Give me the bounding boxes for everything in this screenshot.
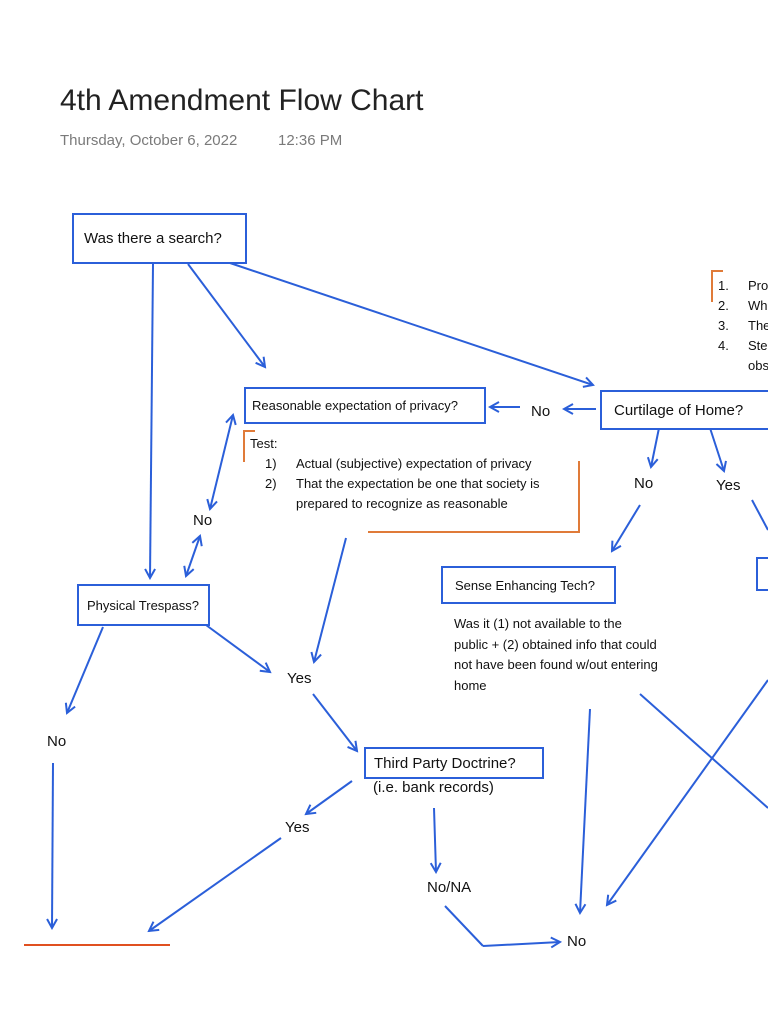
rep-test-note: Test: 1) Actual (subjective) expectation… <box>250 434 580 514</box>
node-label: Sense Enhancing Tech? <box>455 577 595 593</box>
curtilage-factor-item: 1. Pro <box>718 276 768 296</box>
arrow-no-to-trespass-double <box>186 536 200 576</box>
node-sense-enhancing-tech: Sense Enhancing Tech? <box>441 566 616 604</box>
arrow-third-party-to-yes <box>306 780 353 814</box>
rep-test-list: 1) Actual (subjective) expectation of pr… <box>250 454 580 514</box>
arrow-yes-to-third-party <box>312 693 357 751</box>
arrow-trespass-to-no <box>67 626 104 713</box>
curtilage-factors-note: 1. Pro 2. Wh 3. The 4. Ste obs <box>718 276 768 376</box>
rep-test-item: 2) That the expectation be one that soci… <box>250 474 580 514</box>
label-no: No <box>47 733 67 750</box>
page-date: Thursday, October 6, 2022 <box>60 132 238 149</box>
arrow-trespass-to-yes <box>205 624 270 672</box>
curtilage-factor-text: Ste obs <box>748 338 768 373</box>
arrow-third-party-to-no-na <box>434 807 436 872</box>
label-yes: Yes <box>285 819 310 836</box>
arrow-search-to-trespass <box>150 263 153 578</box>
curtilage-factor-number: 4. <box>718 338 729 353</box>
label-no: No <box>193 512 213 529</box>
node-physical-trespass: Physical Trespass? <box>77 584 210 626</box>
arrow-rep-to-no-double <box>210 415 233 509</box>
test-bracket <box>243 430 255 462</box>
rep-test-item-number: 1) <box>265 456 277 471</box>
curtilage-factor-item: 2. Wh <box>718 296 768 316</box>
node-curtilage: Curtilage of Home? <box>600 390 768 430</box>
node-label: Curtilage of Home? <box>614 401 744 419</box>
curtilage-factor-text: Wh <box>748 298 768 313</box>
node-label: Was there a search? <box>84 230 222 247</box>
curtilage-factor-item: 3. The <box>718 316 768 336</box>
label-yes: Yes <box>287 670 312 687</box>
line-sense-cross-right <box>639 693 768 809</box>
page-time: 12:36 PM <box>278 132 343 149</box>
node-label: Reasonable expectation of privacy? <box>252 398 458 413</box>
arrow-offscreen-to-no <box>607 679 768 905</box>
arrow-search-to-curtilage <box>229 262 593 385</box>
label-no: No <box>567 933 587 950</box>
arrow-search-to-rep <box>187 263 265 367</box>
arrow-line-to-no <box>482 942 560 946</box>
label-no-na: No/NA <box>427 879 472 896</box>
node-third-party-doctrine: Third Party Doctrine? <box>364 747 544 779</box>
curtilage-factor-number: 1. <box>718 278 729 293</box>
curtilage-factor-item: 4. Ste obs <box>718 336 768 376</box>
node-label: Third Party Doctrine? <box>374 754 516 772</box>
line-no-na-down <box>444 905 484 947</box>
arrow-no-to-result <box>52 762 53 928</box>
page-title: 4th Amendment Flow Chart <box>60 84 424 117</box>
curtilage-factor-number: 2. <box>718 298 729 313</box>
rep-test-item-number: 2) <box>265 476 277 491</box>
label-no: No <box>634 475 654 492</box>
rep-test-item: 1) Actual (subjective) expectation of pr… <box>250 454 580 474</box>
curtilage-factors-bracket <box>711 270 723 302</box>
rep-test-item-text: Actual (subjective) expectation of priva… <box>296 456 532 471</box>
curtilage-factors-list: 1. Pro 2. Wh 3. The 4. Ste obs <box>718 276 768 376</box>
node-was-there-a-search: Was there a search? <box>72 213 247 264</box>
sense-tech-note: Was it (1) not available to the public +… <box>454 616 658 693</box>
curtilage-factor-text: The <box>748 318 768 333</box>
node-offscreen-partial <box>756 557 768 591</box>
arrow-curtilage-to-no-label <box>651 427 660 467</box>
node-label: Physical Trespass? <box>87 597 199 613</box>
arrow-sense-to-no <box>580 708 591 913</box>
arrow-test-to-yes <box>314 537 347 662</box>
arrow-curtilage-to-yes-label <box>709 427 724 471</box>
rep-test-item-text: That the expectation be one that society… <box>296 476 540 511</box>
arrow-yes-offscreen <box>751 499 768 531</box>
test-bracket-close <box>368 461 580 533</box>
label-yes: Yes <box>716 477 741 494</box>
label-no: No <box>531 403 551 420</box>
third-party-example: (i.e. bank records) <box>373 779 494 796</box>
rep-test-heading: Test: <box>250 436 278 451</box>
arrow-no-to-sense <box>612 504 641 551</box>
arrow-yes-to-result <box>149 837 282 931</box>
curtilage-factor-text: Pro <box>748 278 768 293</box>
node-reasonable-expectation: Reasonable expectation of privacy? <box>244 387 486 424</box>
curtilage-factor-number: 3. <box>718 318 729 333</box>
